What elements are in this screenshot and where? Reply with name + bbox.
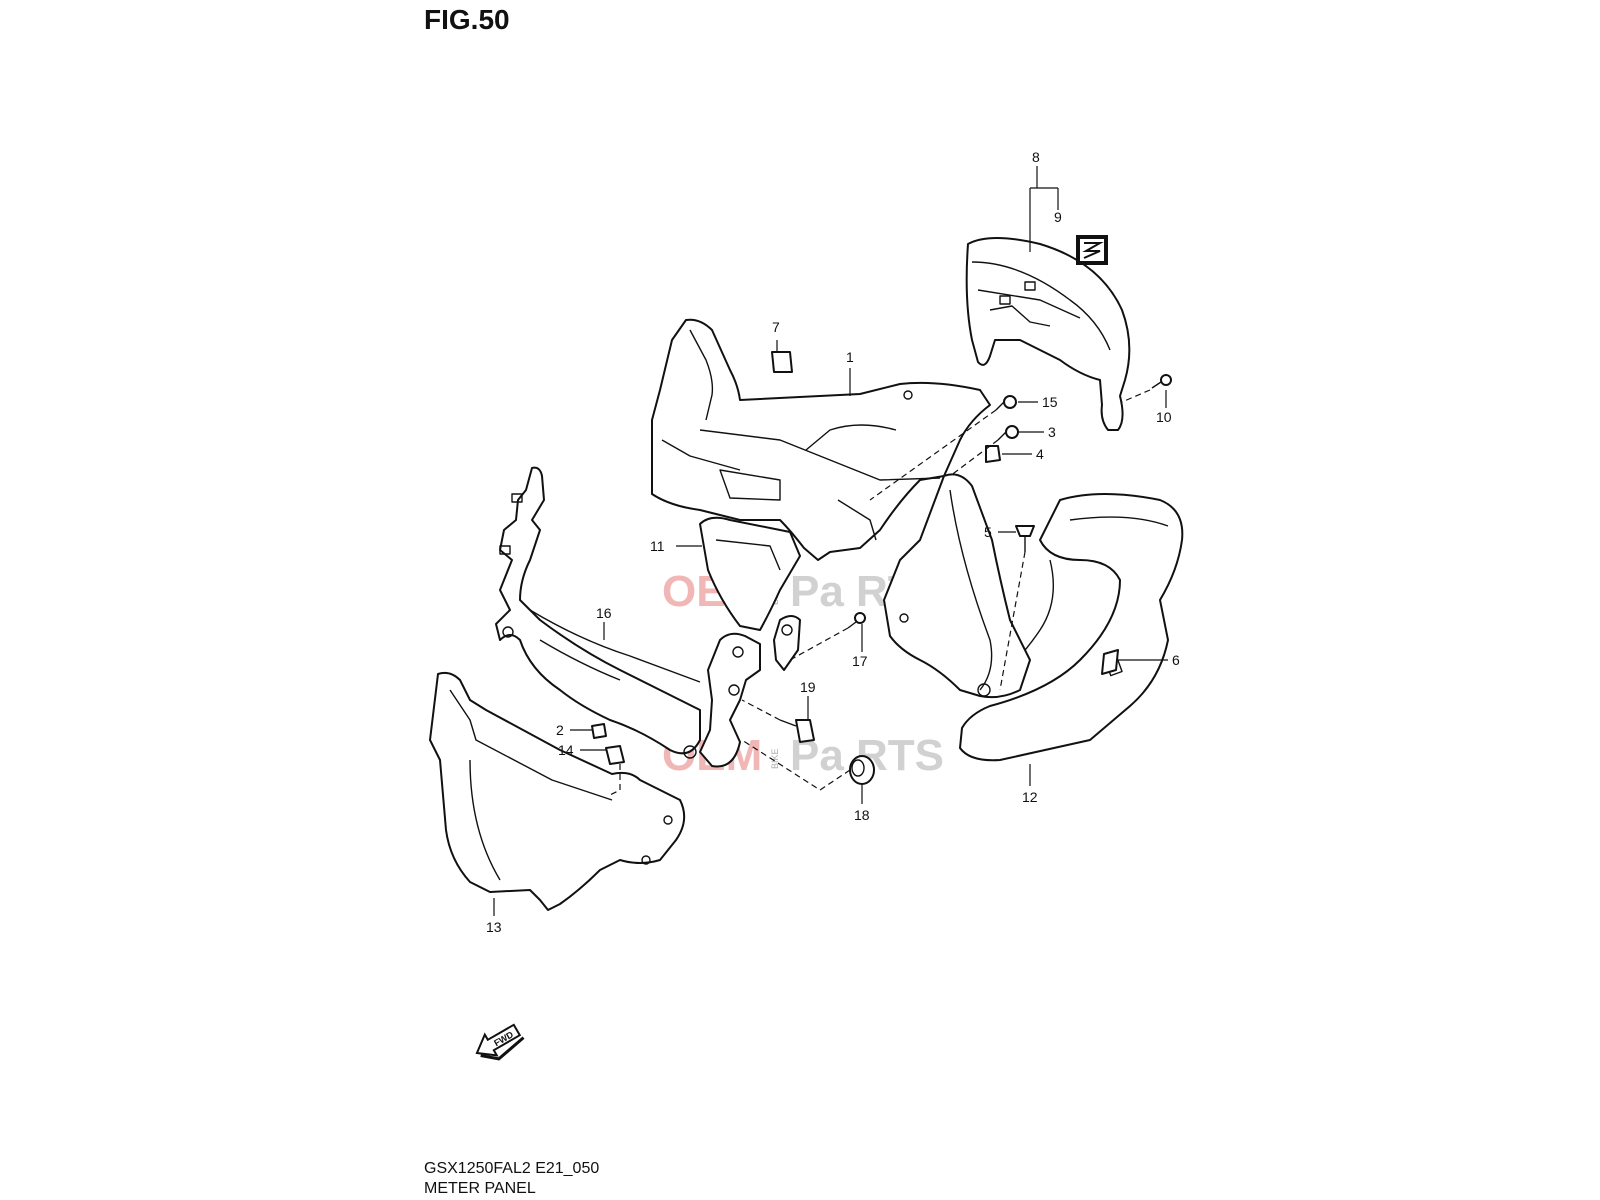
callout-17: 17 — [852, 653, 868, 669]
part-lower-cover — [429, 671, 686, 911]
part-screw-2 — [591, 723, 607, 739]
part-bracket-mount — [699, 615, 801, 768]
callout-11: 11 — [650, 538, 665, 554]
part-bolt-19 — [779, 719, 815, 743]
leader-lines — [493, 166, 1168, 916]
part-screw-5 — [1015, 525, 1035, 552]
callout-7: 7 — [772, 319, 780, 335]
callout-1: 1 — [846, 349, 854, 365]
fwd-arrow: FWD — [475, 1023, 525, 1061]
part-right-panel — [883, 473, 1031, 699]
part-nut-6 — [1101, 649, 1119, 675]
callout-3: 3 — [1048, 424, 1056, 440]
callout-4: 4 — [1036, 446, 1044, 462]
watermark-pa: Pa — [790, 567, 844, 616]
figure-title: FIG.50 — [424, 4, 510, 35]
part-meter-cover — [965, 237, 1131, 431]
watermark-pa: Pa — [790, 731, 844, 780]
callout-5: 5 — [984, 524, 992, 540]
callout-13: 13 — [486, 919, 502, 935]
model-code: GSX1250FAL2 E21_050 — [424, 1160, 600, 1177]
watermark-bike: BIKE — [770, 748, 780, 769]
callout-18: 18 — [854, 807, 870, 823]
part-clip-14 — [605, 745, 625, 765]
assembly-lines — [607, 389, 1151, 797]
callout-6: 6 — [1172, 652, 1180, 668]
callout-9: 9 — [1054, 209, 1062, 225]
part-label-plate — [771, 351, 793, 373]
section-name: METER PANEL — [424, 1180, 536, 1197]
callout-14: 14 — [558, 742, 574, 758]
callout-labels: 8 9 7 1 15 3 4 10 5 11 16 6 17 19 2 14 1… — [486, 149, 1180, 935]
callout-12: 12 — [1022, 789, 1038, 805]
part-screw-15 — [995, 395, 1017, 411]
callout-16: 16 — [596, 605, 612, 621]
part-screw-10 — [1151, 374, 1172, 389]
part-emblem — [1076, 235, 1108, 265]
callout-19: 19 — [800, 679, 816, 695]
callout-15: 15 — [1042, 394, 1058, 410]
part-grommet-18 — [849, 755, 875, 785]
part-screw-3 — [997, 425, 1019, 441]
part-screw-17 — [847, 612, 866, 629]
callout-2: 2 — [556, 722, 564, 738]
part-bracket — [495, 466, 701, 759]
part-inner-panel — [699, 516, 801, 631]
callout-10: 10 — [1156, 409, 1172, 425]
part-bolt-4 — [985, 445, 1001, 463]
callout-8: 8 — [1032, 149, 1040, 165]
